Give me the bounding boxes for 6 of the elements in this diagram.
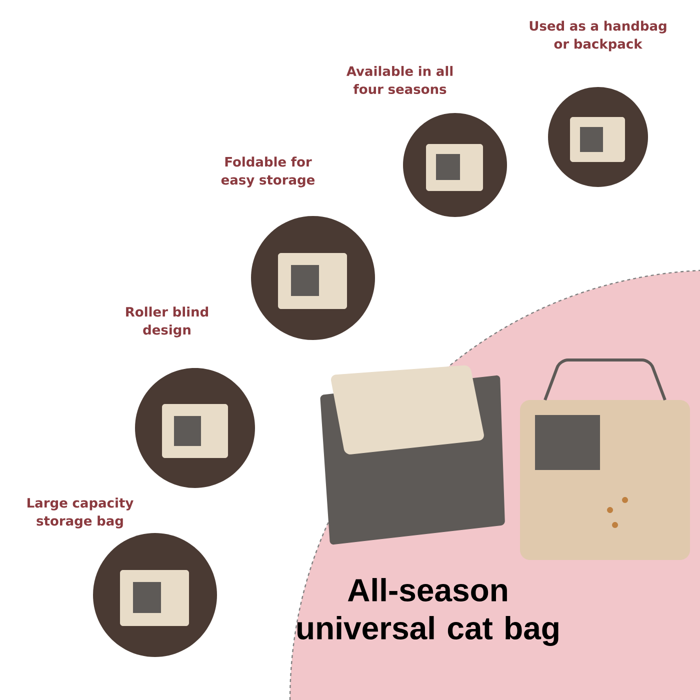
node-label: Used as a handbag or backpack — [530, 20, 666, 52]
node-label: Foldable for easy storage — [221, 156, 315, 188]
node-label: Roller blind design — [126, 306, 208, 338]
title: All-season universal cat bag — [298, 578, 558, 646]
node-label: Large capacity storage bag — [28, 498, 134, 528]
node-label: Available in all four seasons — [346, 66, 453, 94]
